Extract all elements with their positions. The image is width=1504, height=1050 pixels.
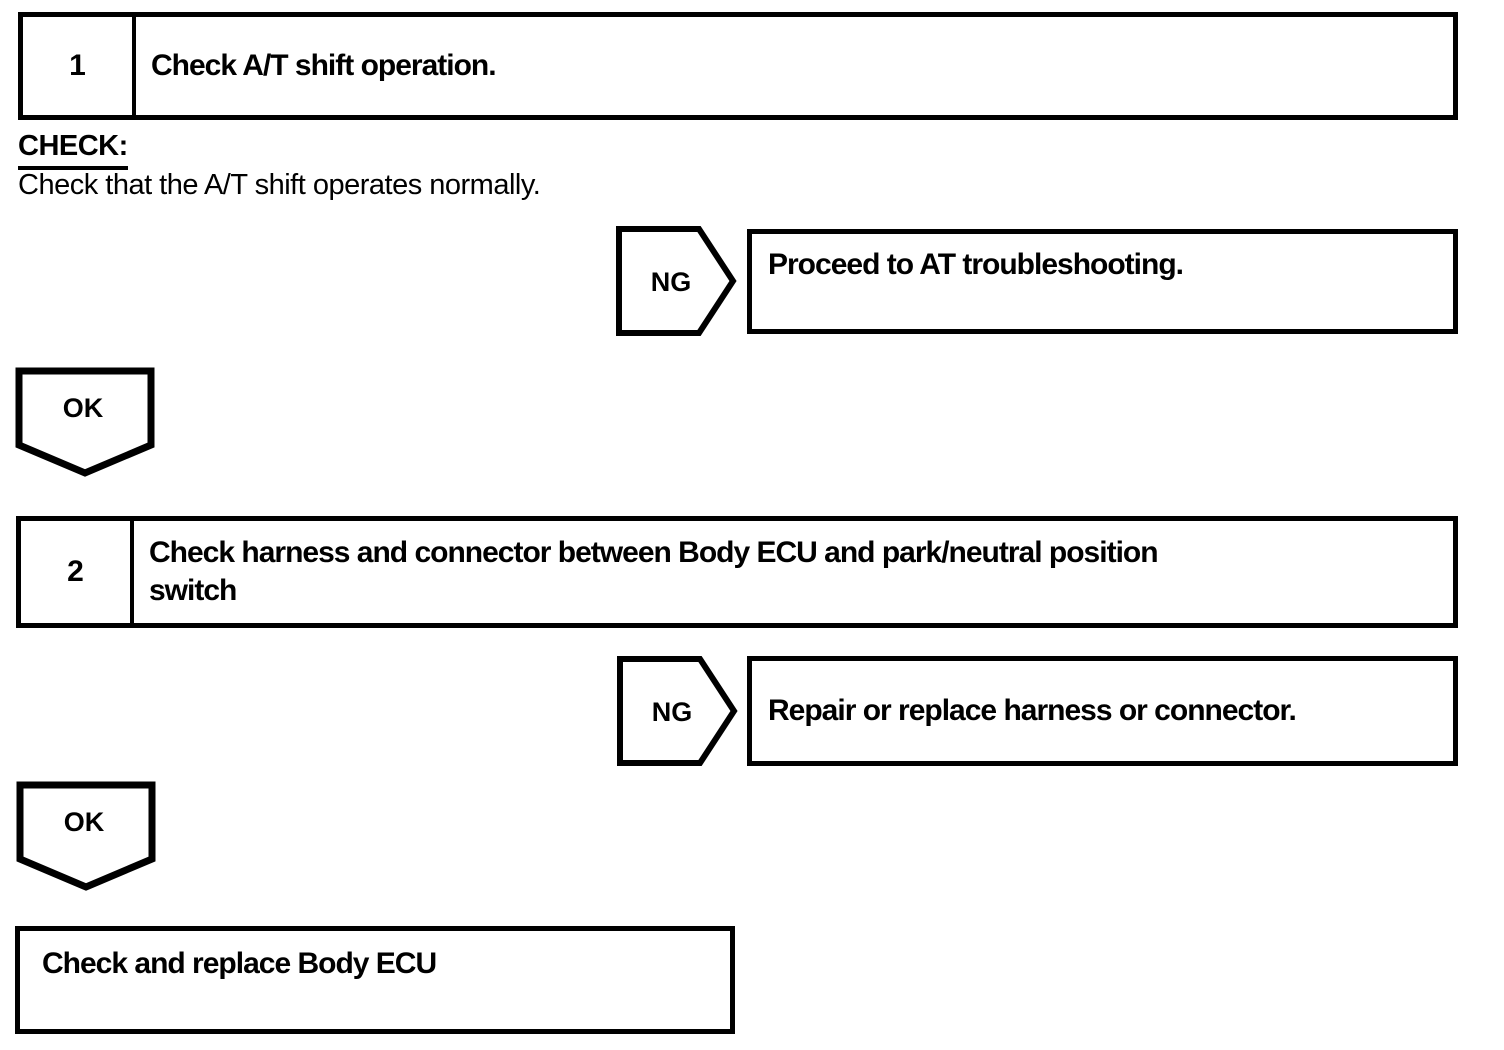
ng-connector-step-1: NG: [616, 226, 737, 336]
ng-1-result-text: Proceed to AT troubleshooting.: [768, 248, 1184, 281]
ng-connector-step-2: NG: [617, 656, 738, 766]
ng-2-result-text: Repair or replace harness or connector.: [768, 694, 1297, 727]
ok-pentagon-icon: [15, 367, 155, 477]
check-heading: CHECK:: [18, 130, 128, 170]
ok-pentagon-icon: [16, 781, 156, 891]
check-description: Check that the A/T shift operates normal…: [18, 169, 541, 201]
ok-1-label: OK: [63, 393, 104, 423]
ng-pentagon-icon: [616, 226, 737, 336]
step-2-title: Check harness and connector between Body…: [149, 536, 1159, 607]
ng-1-label: NG: [651, 267, 692, 297]
ok-2-label: OK: [64, 807, 105, 837]
ng-2-label: NG: [652, 697, 693, 727]
ng-1-result-box: Proceed to AT troubleshooting.: [747, 229, 1458, 334]
step-1-number: 1: [23, 17, 136, 115]
ng-pentagon-icon: [617, 656, 738, 766]
ok-connector-step-2: OK: [16, 781, 156, 891]
step-1-box: 1 Check A/T shift operation.: [18, 12, 1458, 120]
final-action-box: Check and replace Body ECU: [15, 926, 735, 1034]
final-action-text: Check and replace Body ECU: [42, 947, 437, 980]
step-2-number: 2: [21, 521, 134, 623]
step-2-box: 2 Check harness and connector between Bo…: [16, 516, 1458, 628]
ng-2-result-box: Repair or replace harness or connector.: [747, 656, 1458, 766]
step-1-title: Check A/T shift operation.: [151, 49, 497, 82]
ok-connector-step-1: OK: [15, 367, 155, 477]
